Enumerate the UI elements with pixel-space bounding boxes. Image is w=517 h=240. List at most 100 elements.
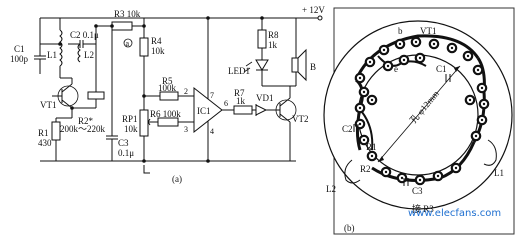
pcb-pads [354, 36, 490, 186]
pad-hole [386, 64, 390, 68]
junction [260, 16, 264, 20]
pad-hole [370, 98, 374, 102]
rp1-value: 10k [124, 124, 138, 134]
junction [70, 106, 74, 110]
pcb-r3-label: 接 R3 [412, 203, 434, 214]
ic1-label: IC1 [197, 106, 211, 116]
r4-value: 10k [151, 46, 165, 56]
pad-hole [480, 118, 484, 122]
pad-hole [468, 98, 472, 102]
pad-hole [418, 178, 422, 182]
r6-body [157, 117, 179, 127]
l2-coil [77, 43, 81, 63]
r2-body [87, 91, 105, 100]
watermark: www.elecfans.com [408, 208, 501, 219]
pad-hole [482, 102, 486, 106]
vd1-body [255, 104, 268, 116]
vt2-collector [279, 97, 291, 107]
pcb-b-label: b [398, 26, 403, 36]
pcb-r1-label: R1 [366, 142, 377, 152]
l1-coil-pcb [483, 139, 497, 166]
c3-label: C3 [118, 138, 129, 148]
r8-body [257, 29, 267, 49]
l2-label: L2 [84, 50, 94, 60]
c1-value: 100p [10, 54, 29, 64]
caption-a: (a) [172, 174, 182, 184]
r3-body [111, 21, 133, 31]
r8-label: R8 [268, 30, 279, 40]
l1-coil [59, 29, 63, 67]
ground-marker [143, 165, 150, 174]
pad-hole [466, 54, 470, 58]
speaker-label: B [310, 62, 316, 72]
led1-rays [243, 61, 253, 73]
c3-value: 0.1μ [118, 148, 134, 158]
caption-b: (b) [344, 223, 355, 233]
pcb-r2-label: R2 [360, 164, 371, 174]
junction [58, 42, 62, 46]
r4-body [139, 37, 149, 57]
junction [110, 24, 114, 28]
junction [142, 94, 146, 98]
pad-hole [362, 90, 366, 94]
r2-label: R2* [78, 116, 94, 126]
rp1-label: RP1 [122, 114, 138, 124]
diameter-arrow-bottom [378, 156, 384, 162]
pad-hole [362, 138, 366, 142]
pin2-label: 2 [184, 87, 188, 96]
pad-hole [398, 42, 402, 46]
junction [142, 159, 146, 163]
vt1-label: VT1 [40, 100, 57, 110]
r3-label: R3 10k [114, 9, 141, 19]
pcb-c2-label: C2 [342, 124, 353, 134]
pad-hole [400, 176, 404, 180]
c1-symbol-pcb [445, 74, 451, 82]
pad-hole [370, 154, 374, 158]
pin6-label: 6 [224, 99, 228, 108]
r6-label: R6 100k [150, 109, 181, 119]
pad-hole [382, 48, 386, 52]
speaker-cone [297, 48, 307, 82]
r8-value: 1k [268, 40, 278, 50]
pcb-layout-b: 孔 φ12mm L1 L2 b VT1 e C1 C2 R1 R2 C3 接 R… [323, 7, 515, 235]
pad-hole [432, 42, 436, 46]
trace-left [355, 78, 364, 151]
node-a-label: a [126, 39, 130, 48]
rp1-arrow [147, 118, 151, 126]
vt2-label: VT2 [292, 114, 309, 124]
pad-hole [402, 58, 406, 62]
pcb-vt1-label: VT1 [420, 26, 437, 36]
r1-value: 430 [38, 138, 52, 148]
supply-terminal [317, 15, 323, 21]
pad-hole [368, 60, 372, 64]
pcb-c1-label: C1 [436, 64, 447, 74]
r5-label: R5 [162, 76, 173, 86]
r5-body [159, 91, 179, 101]
supply-label: + 12V [302, 5, 325, 15]
diameter-arrow-top [454, 66, 460, 72]
pad-hole [358, 106, 362, 110]
r1-body [51, 121, 61, 141]
pad-hole [450, 46, 454, 50]
rp1-body [139, 109, 149, 137]
vt2-emitter [279, 113, 291, 123]
r7-label: R7 [234, 88, 245, 98]
led1-label: LED1 [228, 66, 250, 76]
pcb-l2-label: L2 [326, 184, 336, 194]
vt1-emitter [61, 99, 73, 109]
pad-hole [358, 122, 362, 126]
speaker-body [291, 57, 299, 73]
pin4-label: 4 [210, 127, 214, 136]
pad-hole [384, 170, 388, 174]
node-a-circle [123, 38, 133, 48]
pin3-label: 3 [184, 125, 188, 134]
pad-hole [418, 56, 422, 60]
junction [142, 24, 146, 28]
l1-label: L1 [47, 50, 57, 60]
r4-label: R4 [151, 36, 162, 46]
c2-symbol-pcb [353, 124, 359, 132]
trace-inner-left [361, 111, 374, 151]
pad-hole [454, 166, 458, 170]
r5-value: 100k [158, 83, 177, 93]
